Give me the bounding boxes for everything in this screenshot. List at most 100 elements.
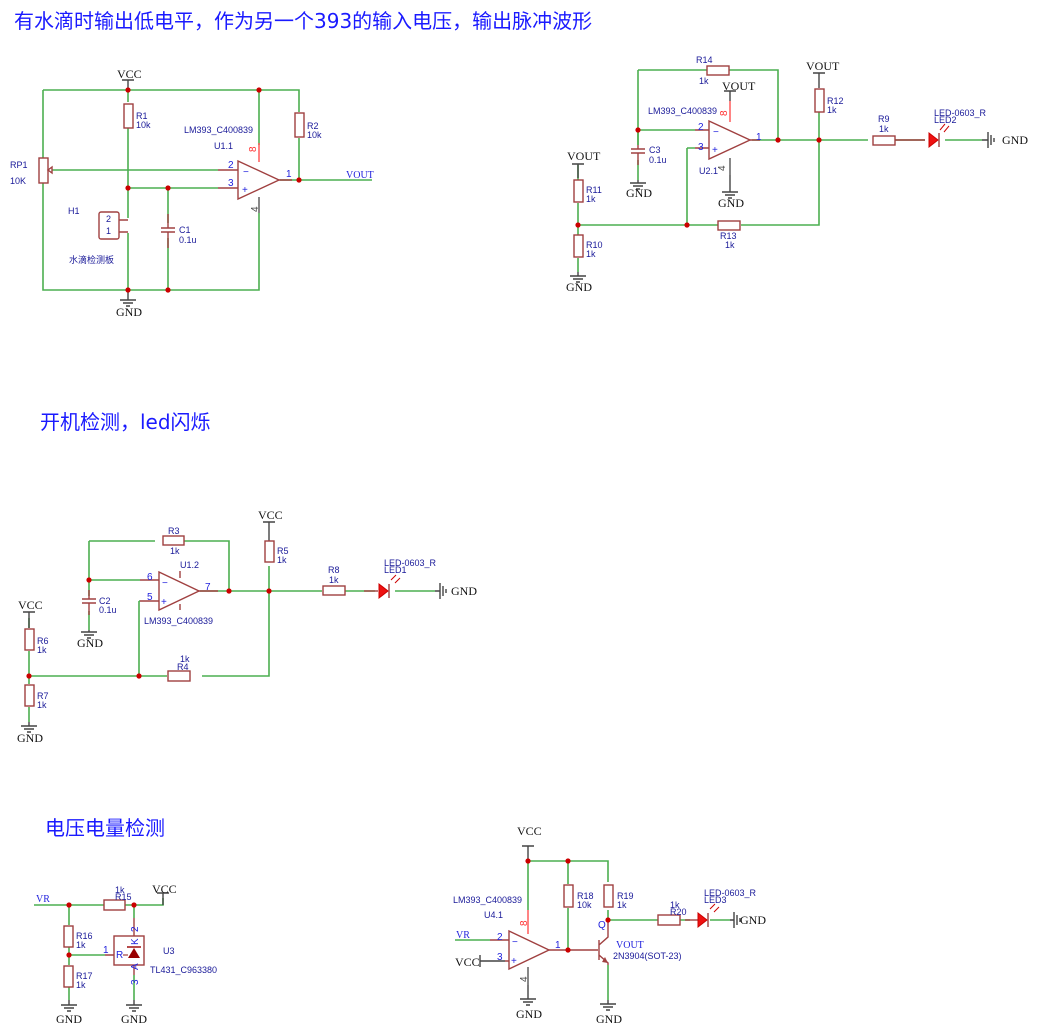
led-led1[interactable]: LED-0603_R LED1 <box>364 558 437 600</box>
vcc-symbol: VCC <box>152 882 177 905</box>
led-led2[interactable]: LED-0603_R LED2 <box>895 108 987 149</box>
svg-text:10K: 10K <box>10 176 26 186</box>
resistor-r13[interactable]: R13 1k <box>717 220 741 250</box>
resistor-r9[interactable]: R9 1k <box>872 114 896 146</box>
circuit-tl431-divider: VCC VR GND GND 1k R15 R16 1k R17 1k <box>34 882 217 1026</box>
resistor-r12[interactable]: R12 1k <box>814 88 844 115</box>
svg-text:GND: GND <box>718 196 744 210</box>
svg-text:1: 1 <box>106 226 111 236</box>
svg-text:0.1u: 0.1u <box>179 235 197 245</box>
resistor-r6[interactable]: R6 1k <box>24 628 49 655</box>
resistor-r14[interactable]: R14 1k <box>696 55 730 86</box>
svg-text:C1: C1 <box>179 225 191 235</box>
circuit-power-on-blink: VCC VCC GND GND GND R3 1k R5 1k <box>17 508 477 745</box>
svg-text:8: 8 <box>519 920 530 926</box>
gnd-symbol: GND <box>121 1000 147 1026</box>
svg-text:4: 4 <box>250 206 261 212</box>
svg-text:1k: 1k <box>699 76 709 86</box>
svg-text:1k: 1k <box>76 940 86 950</box>
resistor-r16[interactable]: R16 1k <box>63 925 93 950</box>
svg-text:1: 1 <box>103 945 109 956</box>
svg-text:1k: 1k <box>827 105 837 115</box>
resistor-r11[interactable]: R11 1k <box>573 179 602 204</box>
resistor-r7[interactable]: R7 1k <box>24 684 49 710</box>
svg-text:R7: R7 <box>37 691 49 701</box>
resistor-r15[interactable]: 1k R15 <box>103 885 132 911</box>
svg-text:2: 2 <box>497 932 503 943</box>
resistor-r2[interactable]: R2 10k <box>294 112 322 140</box>
resistor-r10[interactable]: R10 1k <box>573 234 603 259</box>
svg-text:VCC: VCC <box>517 824 542 838</box>
capacitor-c2[interactable]: C2 0.1u <box>82 590 117 615</box>
resistor-r5[interactable]: R5 1k <box>264 540 289 565</box>
svg-text:10k: 10k <box>307 130 322 140</box>
svg-text:8: 8 <box>719 110 730 116</box>
svg-text:−: − <box>243 167 249 178</box>
svg-text:GND: GND <box>77 636 103 650</box>
svg-text:3: 3 <box>497 952 503 963</box>
vout-symbol: VOUT <box>722 79 756 101</box>
svg-text:1k: 1k <box>617 900 627 910</box>
gnd-symbol: GND <box>17 722 43 745</box>
resistor-r3[interactable]: R3 1k <box>162 526 185 556</box>
svg-text:R19: R19 <box>617 891 634 901</box>
svg-text:U1.2: U1.2 <box>180 560 199 570</box>
svg-text:2: 2 <box>106 214 111 224</box>
comparator-u1-1[interactable]: − + 2 3 1 8 4 LM393_C400839 U1.1 <box>184 125 292 213</box>
svg-text:−: − <box>512 937 518 948</box>
svg-text:0.1u: 0.1u <box>99 605 117 615</box>
svg-text:2: 2 <box>228 160 234 171</box>
svg-text:+: + <box>511 956 517 967</box>
svg-text:U2.1: U2.1 <box>699 166 718 176</box>
led-led3[interactable]: LED-0603_R LED3 <box>685 888 757 929</box>
comparator-u1-2[interactable]: − + 6 5 7 U1.2 LM393_C400839 <box>140 560 218 626</box>
resistor-r18[interactable]: R18 10k <box>563 884 594 910</box>
resistor-r20[interactable]: 1k R20 <box>657 900 687 926</box>
capacitor-c3[interactable]: C3 0.1u <box>631 145 667 165</box>
connector-h1[interactable]: 2 1 H1 水滴检测板 <box>68 206 128 265</box>
gnd-symbol: GND <box>596 1000 622 1026</box>
svg-text:U1.1: U1.1 <box>214 141 233 151</box>
resistor-r4[interactable]: 1k R4 <box>167 654 191 682</box>
svg-text:1k: 1k <box>329 575 339 585</box>
svg-text:R: R <box>116 950 123 961</box>
svg-text:2: 2 <box>130 926 141 932</box>
svg-text:水滴检测板: 水滴检测板 <box>69 254 114 265</box>
svg-text:1k: 1k <box>115 885 125 895</box>
svg-text:1: 1 <box>756 132 762 143</box>
comparator-u4-1[interactable]: − + 2 3 1 8 4 LM393_C400839 U4.1 <box>453 895 568 985</box>
svg-text:+: + <box>161 597 167 608</box>
svg-text:VCC: VCC <box>152 882 177 896</box>
svg-text:4: 4 <box>519 976 530 982</box>
svg-text:0.1u: 0.1u <box>649 155 667 165</box>
svg-text:A: A <box>130 963 141 970</box>
svg-text:VOUT: VOUT <box>616 940 644 951</box>
gnd-symbol: GND <box>56 1000 82 1026</box>
svg-text:U3: U3 <box>163 946 175 956</box>
svg-text:1: 1 <box>555 940 561 951</box>
net-label-vr: VR <box>456 930 470 941</box>
resistor-r17[interactable]: R17 1k <box>63 965 93 990</box>
gnd-symbol: GND <box>982 132 1028 148</box>
svg-text:LM393_C400839: LM393_C400839 <box>144 616 213 626</box>
svg-text:1k: 1k <box>170 546 180 556</box>
svg-text:LED-0603_R: LED-0603_R <box>934 108 987 118</box>
svg-text:GND: GND <box>116 305 142 319</box>
svg-text:10k: 10k <box>136 120 151 130</box>
svg-text:2N3904(SOT-23): 2N3904(SOT-23) <box>613 951 682 961</box>
comparator-u2-1[interactable]: − + 2 3 1 8 4 LM393_C400839 U2.1 <box>648 101 762 176</box>
svg-text:R16: R16 <box>76 931 93 941</box>
transistor-q[interactable]: Q VOUT 2N3904(SOT-23) <box>568 920 682 965</box>
svg-text:+: + <box>242 185 248 196</box>
resistor-r1[interactable]: R1 10k <box>123 103 151 130</box>
circuit-pulse-output: VOUT VOUT VOUT GND GND GND GND <box>566 55 1028 294</box>
gnd-symbol: GND <box>516 985 542 1021</box>
svg-text:R8: R8 <box>328 565 340 575</box>
resistor-r19[interactable]: R19 1k <box>603 884 634 910</box>
resistor-r8[interactable]: R8 1k <box>322 565 346 596</box>
shunt-regulator-u3[interactable]: R K A 1 2 3 U3 TL431_C963380 <box>103 918 217 985</box>
svg-text:R9: R9 <box>878 114 890 124</box>
potentiometer-rp1[interactable]: RP1 10K <box>10 157 53 186</box>
svg-text:VCC: VCC <box>18 598 43 612</box>
capacitor-c1[interactable]: C1 0.1u <box>161 214 197 248</box>
